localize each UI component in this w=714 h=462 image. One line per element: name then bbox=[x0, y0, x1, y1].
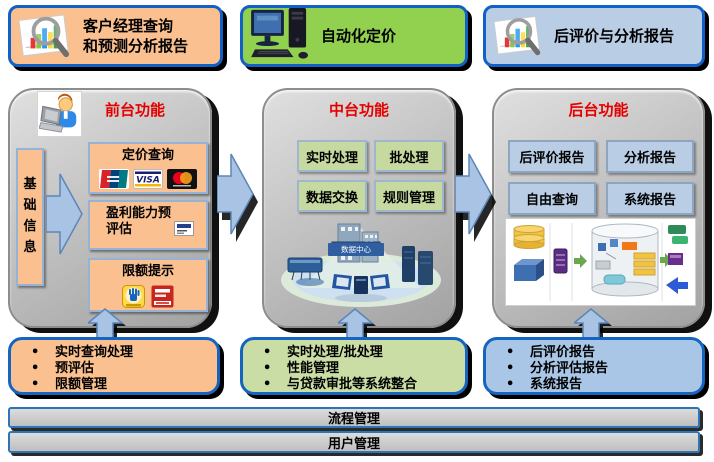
front-box-label: 限额提示 bbox=[121, 264, 174, 279]
visa-card-icon: VISA bbox=[133, 168, 163, 193]
middle-box-batch: 批处理 bbox=[374, 140, 444, 172]
summary-item: 性能管理 bbox=[249, 361, 459, 377]
front-box-pricing-query: 定价查询 bbox=[88, 142, 208, 194]
middle-box-realtime: 实时处理 bbox=[297, 140, 367, 172]
summary-item: 后评价报告 bbox=[492, 345, 696, 361]
summary-item: 系统报告 bbox=[492, 377, 696, 393]
etl-dataflow-illustration bbox=[505, 218, 696, 306]
back-box-post-eval-report: 后评价报告 bbox=[508, 140, 596, 173]
back-box-free-query: 自由查询 bbox=[508, 182, 596, 215]
red-card-icon bbox=[151, 285, 174, 312]
right-arrow-basic-info bbox=[45, 168, 86, 264]
data-center-sign-label: 数据中心 bbox=[328, 243, 384, 256]
front-box-profitability: 盈利能力预评估 bbox=[88, 200, 208, 250]
back-box-analysis-report: 分析报告 bbox=[606, 140, 694, 173]
summary-item: 实时查询处理 bbox=[17, 345, 211, 361]
banner-automated-pricing: 自动化定价 bbox=[240, 5, 468, 67]
mastercard-card-icon bbox=[167, 168, 197, 193]
visa-label: VISA bbox=[136, 175, 160, 185]
panel-title-back: 后台功能 bbox=[568, 101, 629, 119]
front-box-limit-alert: 限额提示 bbox=[88, 258, 208, 312]
unionpay-card-icon bbox=[99, 168, 129, 193]
data-center-illustration: 数据中心 bbox=[276, 218, 446, 312]
back-box-system-report: 系统报告 bbox=[606, 182, 694, 215]
banner-customer-manager-report: 客户经理查询 和预测分析报告 bbox=[8, 5, 223, 67]
stop-hand-icon bbox=[122, 284, 145, 312]
summary-middle-office: 实时处理/批处理 性能管理 与贷款审批等系统整合 bbox=[240, 337, 468, 395]
front-box-label: 盈利能力预评估 bbox=[106, 206, 172, 237]
summary-item: 与贷款审批等系统整合 bbox=[249, 377, 459, 393]
bank-card-icon bbox=[174, 221, 194, 240]
summary-front-office: 实时查询处理 预评估 限额管理 bbox=[8, 337, 220, 395]
chart-magnifier-icon bbox=[492, 11, 546, 61]
middle-box-rule-mgmt: 规则管理 bbox=[374, 180, 444, 212]
middle-box-data-exchange: 数据交换 bbox=[297, 180, 367, 212]
person-laptop-icon bbox=[37, 91, 82, 137]
summary-item: 分析评估报告 bbox=[492, 361, 696, 377]
chart-magnifier-icon bbox=[17, 9, 75, 63]
arrow-middle-to-back bbox=[454, 148, 499, 252]
user-management-bar: 用户管理 bbox=[8, 431, 700, 453]
banner-label-line1: 客户经理查询 bbox=[83, 16, 174, 35]
banner-label: 后评价与分析报告 bbox=[554, 26, 675, 45]
summary-item: 限额管理 bbox=[17, 377, 211, 393]
basic-info-label: 基础信息 bbox=[16, 148, 44, 286]
arrow-front-to-middle bbox=[216, 148, 261, 252]
panel-title-front: 前台功能 bbox=[104, 101, 165, 119]
summary-item: 预评估 bbox=[17, 361, 211, 377]
summary-item: 实时处理/批处理 bbox=[249, 345, 459, 361]
banner-post-evaluation-report: 后评价与分析报告 bbox=[483, 5, 705, 67]
desktop-computer-icon bbox=[249, 7, 313, 65]
panel-back-office: 后台功能 后评价报告 分析报告 自由查询 系统报告 bbox=[492, 88, 705, 328]
process-management-bar: 流程管理 bbox=[8, 407, 700, 428]
banner-label-line2: 和预测分析报告 bbox=[83, 37, 189, 55]
summary-back-office: 后评价报告 分析评估报告 系统报告 bbox=[483, 337, 705, 395]
front-box-label: 定价查询 bbox=[121, 148, 174, 163]
panel-front-office: 前台功能 基础信息 定价查询 bbox=[8, 88, 212, 328]
panel-middle-office: 中台功能 实时处理 批处理 数据交换 规则管理 bbox=[262, 88, 456, 328]
banner-label: 自动化定价 bbox=[321, 26, 397, 45]
panel-title-middle: 中台功能 bbox=[328, 101, 389, 119]
